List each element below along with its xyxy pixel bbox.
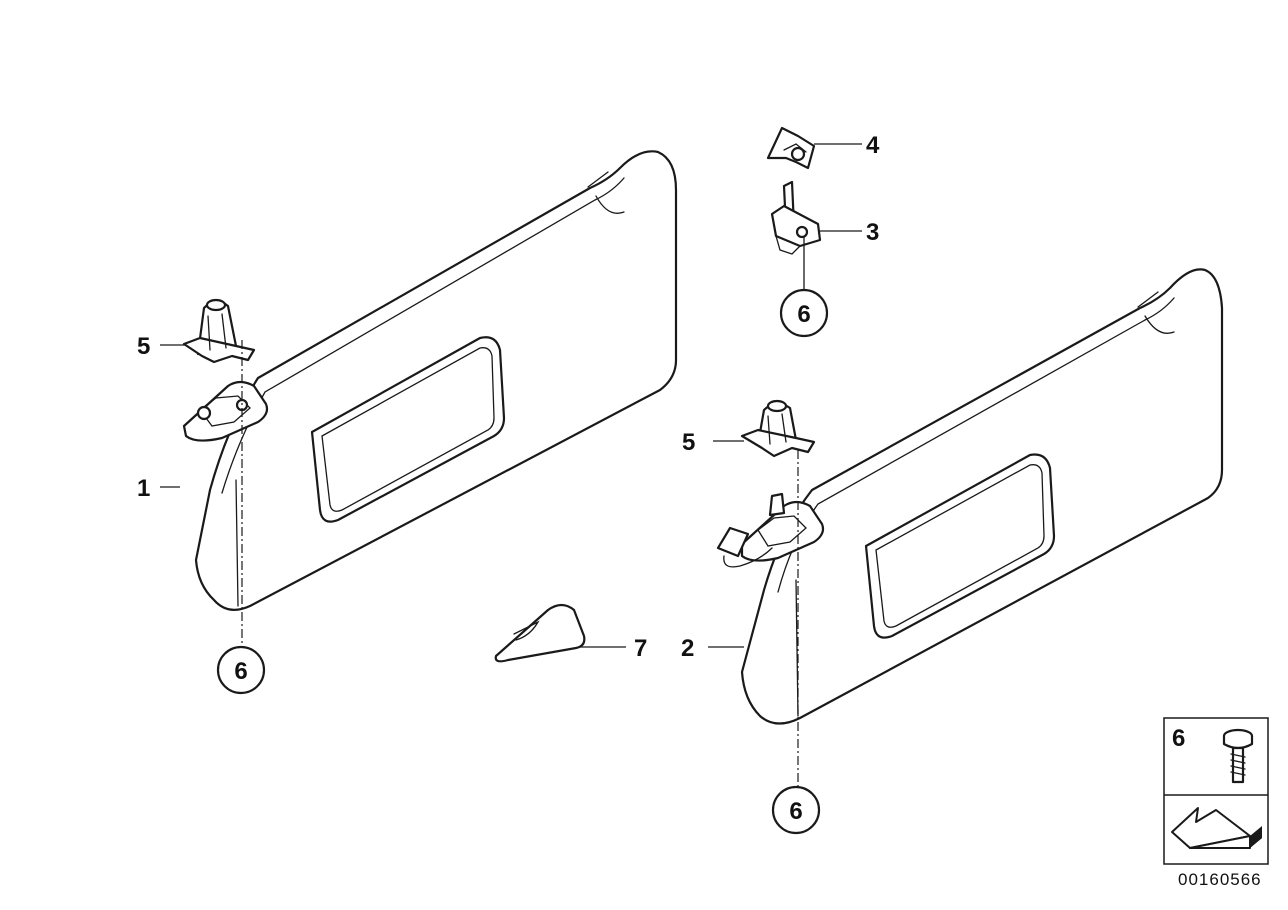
- cover: [494, 603, 586, 663]
- arrow-icon: [1171, 807, 1262, 849]
- bracket: [770, 180, 822, 255]
- sun-visor-left: [194, 150, 678, 611]
- callout-1: 1: [137, 475, 150, 502]
- mount-left: [182, 298, 256, 364]
- svg-text:6: 6: [797, 301, 810, 328]
- callout-2: 2: [681, 635, 694, 662]
- svg-text:6: 6: [789, 798, 802, 825]
- callout-6-left: 6: [216, 645, 266, 695]
- callout-6-bracket: 6: [779, 288, 829, 338]
- legend-box: 6: [1163, 717, 1269, 865]
- mount-right: [740, 399, 816, 458]
- svg-text:6: 6: [234, 658, 247, 685]
- clip-top: [766, 126, 816, 170]
- callout-5-right: 5: [682, 429, 695, 456]
- callout-7: 7: [634, 635, 647, 662]
- callout-4: 4: [866, 132, 880, 159]
- callout-3: 3: [866, 219, 879, 246]
- screw-icon: [1222, 728, 1254, 784]
- leader-lines: [160, 143, 862, 648]
- callout-5-left: 5: [137, 333, 150, 360]
- hinge-plate-right: [716, 492, 825, 568]
- hinge-plate-left: [182, 380, 269, 442]
- callout-6-right: 6: [771, 785, 821, 835]
- legend-item-number: 6: [1172, 725, 1185, 752]
- diagram-id: 00160566: [1178, 870, 1262, 889]
- sun-visor-right: [740, 268, 1224, 725]
